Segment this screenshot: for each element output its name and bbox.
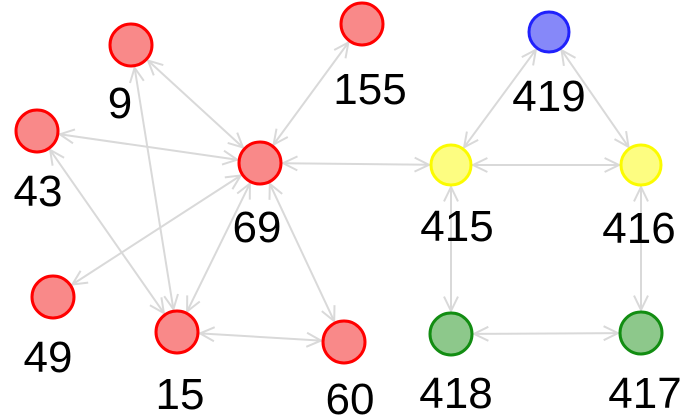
arrowhead-icon-edge-43-15-to-43 (48, 148, 65, 166)
edge-9-69 (147, 59, 244, 149)
edge-43-69 (59, 133, 238, 161)
edges-layer (49, 41, 642, 342)
node-label-43: 43 (14, 167, 63, 216)
arrowhead-icon-edge-15-60-to-15 (197, 326, 216, 343)
arrowhead-icon-edge-69-415-to-69 (280, 155, 298, 172)
edge-60-69 (268, 183, 336, 322)
node-label-69: 69 (233, 203, 282, 252)
arrowhead-icon-edge-416-417-to-417 (633, 295, 649, 313)
node-label-419: 419 (512, 72, 585, 121)
arrowhead-icon-edge-43-69-to-43 (57, 128, 76, 145)
edge-49-69 (71, 174, 242, 286)
graph-node-15 (154, 309, 200, 355)
edge-9-15 (133, 67, 175, 310)
labels-layer: 9 155 419 43 69 415 416 49 15 60 418 417 (14, 65, 682, 420)
arrowhead-icon-edge-49-69-to-49 (70, 270, 89, 286)
edge-43-15 (49, 149, 165, 314)
arrowhead-icon-edge-415-418-to-415 (443, 184, 459, 202)
arrowhead-icon-edge-415-418-to-418 (443, 296, 459, 314)
arrowhead-icon-edge-415-419-to-415 (462, 131, 479, 150)
arrowhead-icon-edge-60-69-to-69 (268, 181, 283, 200)
arrowhead-icon-edge-9-15-to-15 (163, 293, 179, 312)
arrowhead-icon-edge-417-418-to-417 (603, 325, 621, 342)
graph-node-69 (237, 140, 283, 186)
node-label-416: 416 (602, 204, 675, 253)
arrowhead-icon-edge-416-417-to-416 (633, 184, 649, 202)
node-label-155: 155 (333, 65, 406, 114)
graph-node-415 (429, 143, 473, 187)
arrowhead-icon-edge-155-69-to-69 (272, 128, 289, 147)
edge-69-415 (282, 162, 430, 166)
arrowhead-icon-edge-15-69-to-15 (186, 295, 201, 314)
arrowhead-icon-edge-43-15-to-15 (149, 297, 166, 315)
arrowhead-icon-edge-415-416-to-416 (604, 157, 622, 173)
arrowhead-icon-edge-43-69-to-69 (221, 149, 240, 166)
node-label-418: 418 (419, 369, 492, 418)
arrowhead-icon-edge-9-15-to-9 (129, 65, 145, 84)
edge-15-69 (186, 183, 251, 312)
graph-node-43 (14, 108, 60, 154)
node-label-49: 49 (24, 333, 73, 382)
arrowhead-icon-edge-15-69-to-69 (236, 181, 251, 200)
arrowhead-icon-edge-15-60-to-60 (305, 331, 324, 348)
graph-node-155 (339, 1, 385, 47)
edge-417-418 (473, 332, 619, 335)
edge-155-69 (272, 41, 350, 146)
node-label-15: 15 (156, 370, 205, 419)
nodes-layer (14, 1, 664, 365)
node-label-415: 415 (420, 202, 493, 251)
arrowhead-icon-edge-69-415-to-415 (414, 156, 432, 173)
arrowhead-icon-edge-49-69-to-69 (224, 174, 243, 190)
arrowhead-icon-edge-60-69-to-60 (321, 305, 336, 324)
graph-node-9 (108, 22, 154, 68)
arrowhead-icon-edge-417-418-to-418 (471, 325, 489, 342)
arrowhead-icon-edge-416-419-to-416 (614, 130, 630, 149)
edge-415-419 (463, 49, 537, 148)
graph-node-417 (618, 310, 664, 356)
arrowhead-icon-edge-415-419-to-419 (521, 47, 538, 66)
node-label-9: 9 (108, 79, 132, 128)
graph-node-418 (428, 311, 474, 357)
node-label-417: 417 (608, 369, 681, 418)
arrowhead-icon-edge-9-69-to-9 (146, 58, 164, 76)
node-label-60: 60 (326, 375, 375, 420)
arrowhead-icon-edge-9-69-to-69 (227, 132, 245, 150)
arrowhead-icon-edge-415-416-to-415 (470, 157, 488, 173)
edge-15-60 (199, 332, 322, 342)
graph-node-60 (321, 319, 367, 365)
edge-416-419 (560, 49, 630, 148)
graph-node-49 (30, 274, 76, 320)
graph-node-419 (527, 10, 571, 54)
arrowhead-icon-edge-416-419-to-419 (560, 48, 576, 67)
arrowheads-layer (48, 40, 649, 348)
arrowhead-icon-edge-155-69-to-155 (333, 40, 350, 59)
graph-node-416 (619, 143, 663, 187)
